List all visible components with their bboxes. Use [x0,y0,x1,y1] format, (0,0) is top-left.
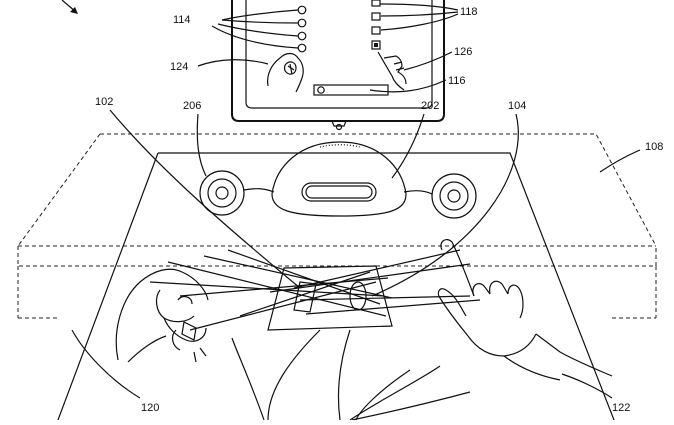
label-122: 122 [612,402,630,414]
leader-lines [71,3,641,399]
label-104: 104 [508,100,526,112]
screen-circle-buttons [297,5,307,53]
screen-pointer-icon [377,51,407,91]
display-monitor [231,0,445,131]
label-124: 124 [170,61,188,73]
label-108: 108 [645,141,663,153]
left-camera [199,170,275,216]
sensing-rays [149,249,481,331]
left-hand [115,268,209,363]
figure-arrow [61,0,78,14]
work-surface [57,152,615,421]
label-116: 116 [448,75,466,87]
label-120: 120 [141,402,159,414]
label-114: 114 [173,14,191,26]
label-202: 202 [421,100,439,112]
label-206: 206 [183,100,201,112]
label-118: 118 [460,6,478,18]
label-126: 126 [454,46,472,58]
screen-hand-icon [267,52,304,93]
label-102: 102 [95,96,113,108]
right-camera [403,173,477,219]
screen-square-buttons [371,0,381,50]
right-hand [437,238,613,381]
bottom-leaders [231,329,471,421]
dome-sensor [271,141,407,217]
reference-labels: 114 118 124 126 116 102 206 202 104 108 … [95,6,663,414]
interaction-volume [17,133,657,319]
screen-slider [313,84,389,96]
